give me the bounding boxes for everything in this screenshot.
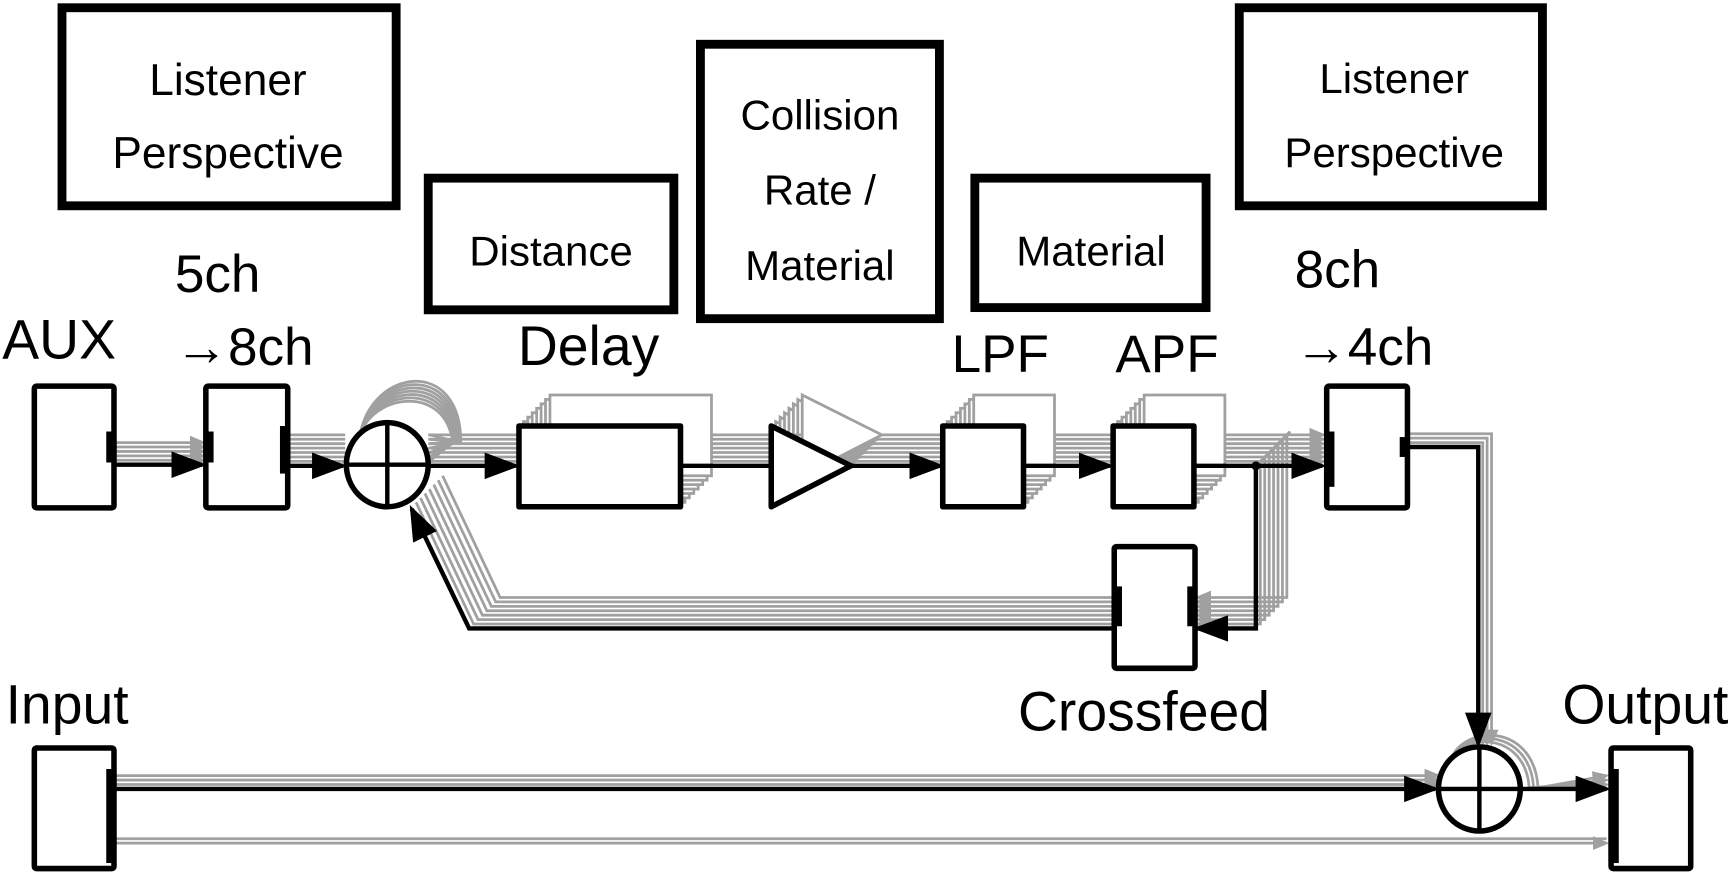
lpf-block <box>939 423 1027 510</box>
feedback-arrow <box>409 504 1115 631</box>
svg-text:Material: Material <box>1016 228 1166 275</box>
crossfeed-label: Crossfeed <box>1018 680 1270 742</box>
junction-to-crossfeed-arrow <box>1192 465 1259 642</box>
delay-block <box>516 423 684 510</box>
listener-perspective-box-left: Listener Perspective <box>57 3 401 211</box>
downmix-label-1: 8ch <box>1295 241 1381 300</box>
material-box: Material <box>970 173 1211 313</box>
output-sum-channel-line <box>1448 733 1610 790</box>
feedback-channel-line <box>414 501 1115 626</box>
upmix-label-1: 5ch <box>175 245 261 304</box>
crossfeed-channel-line <box>1194 443 1280 614</box>
delay-label: Delay <box>518 315 660 377</box>
distance-box: Distance <box>423 173 679 315</box>
downmix-channel-line <box>1407 441 1490 747</box>
output-summer <box>1435 744 1524 834</box>
collision-rate-material-box: Collision Rate / Material <box>695 39 944 324</box>
input-block <box>31 745 117 872</box>
svg-text:Distance: Distance <box>469 228 633 275</box>
svg-text:Rate /: Rate / <box>764 167 876 214</box>
feedback-channel-line <box>423 492 1115 617</box>
gain-triangle <box>768 423 854 510</box>
downmix-channel-line <box>1407 432 1499 747</box>
output-block <box>1608 745 1694 872</box>
svg-text:Listener: Listener <box>1319 55 1469 102</box>
lpf-label: LPF <box>952 325 1049 384</box>
aux-label: AUX <box>2 308 116 370</box>
upmix-label-2: →8ch <box>175 318 314 377</box>
apf-label: APF <box>1115 325 1218 384</box>
crossfeed-channel-line <box>1194 448 1275 618</box>
downmix-label-2: →4ch <box>1295 318 1434 377</box>
feedback-channel-line <box>441 475 1115 599</box>
output-label: Output <box>1562 674 1728 736</box>
junction-channel-split <box>1254 430 1292 467</box>
feedback-channel-line <box>432 484 1115 608</box>
input-label: Input <box>6 674 129 736</box>
listener-perspective-box-right: Listener Perspective <box>1234 3 1547 211</box>
sum-loop-channel-line <box>358 379 463 445</box>
svg-text:Material: Material <box>745 242 895 289</box>
feedback-channel-line <box>428 488 1115 613</box>
feedback-summer <box>343 419 431 510</box>
svg-text:Perspective: Perspective <box>1284 129 1504 176</box>
crossfeed-block <box>1111 543 1198 672</box>
svg-text:Perspective: Perspective <box>112 129 343 178</box>
crossfeed-channel-line <box>1194 439 1284 609</box>
upmix-block <box>203 383 291 511</box>
aux-block <box>31 383 117 511</box>
apf-block <box>1110 423 1197 510</box>
svg-text:Listener: Listener <box>149 56 306 105</box>
feedback-channel-line <box>436 479 1115 604</box>
feedback-channel-line <box>419 497 1115 622</box>
downmix-block <box>1323 383 1411 511</box>
downmix-to-output-sum-arrow <box>1407 444 1492 748</box>
svg-text:Collision: Collision <box>740 91 899 138</box>
downmix-channel-line <box>1407 436 1495 747</box>
crossfeed-channel-line <box>1194 434 1289 605</box>
